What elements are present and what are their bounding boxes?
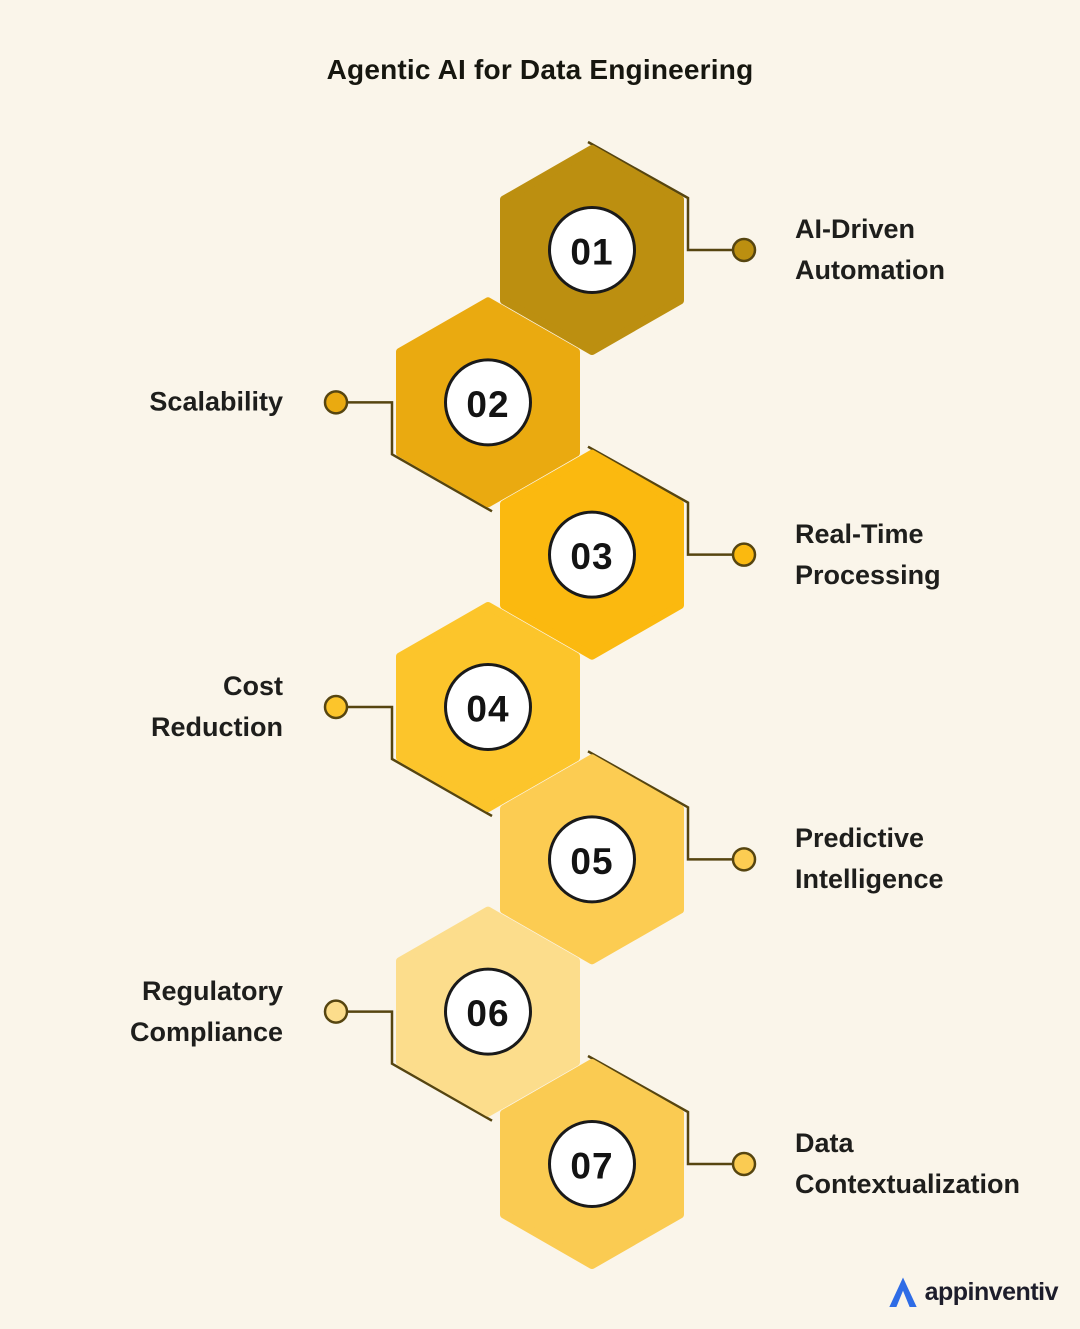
step-label-line: Intelligence [795,864,944,894]
page-title: Agentic AI for Data Engineering [326,54,754,85]
step-label-2: Scalability [149,382,283,423]
connector-dot-06 [323,999,349,1024]
step-label-line: Reduction [151,712,283,742]
step-label-line: Real-Time [795,519,924,549]
step-label-1: AI-Driven Automation [795,209,945,291]
step-label-line: Compliance [129,1017,283,1047]
number-badge-01 [548,206,636,294]
step-label-6: Regulatory Compliance [130,971,283,1053]
step-number-04: 04 [466,688,509,729]
step-number-03: 03 [570,536,613,577]
logo-a-mark [888,1277,917,1308]
step-label-5: Predictive Intelligence [795,818,944,900]
step-label-3: Real-Time Processing [795,514,941,596]
step-label-line: Cost [223,671,283,701]
step-label-line: Predictive [795,823,925,853]
step-label-line: AI-Driven [795,214,916,244]
number-badge-04 [444,662,532,751]
connector-dot-01 [731,237,757,263]
step-label-line: Automation [795,255,945,285]
number-badge-02 [444,358,532,447]
connector-line-05 [587,750,744,861]
connector-dot-03 [731,542,757,567]
number-badge-06 [444,967,532,1056]
connector-dot-05 [731,847,757,872]
step-label-line: Regulatory [141,976,283,1006]
step-label-4: Cost Reduction [151,666,283,748]
step-number-06: 06 [466,993,509,1034]
step-number-01: 01 [570,232,613,273]
step-number-02: 02 [466,384,509,425]
connector-dot-07 [731,1151,757,1177]
connector-line-07 [587,1054,744,1166]
step-number-07: 07 [570,1145,613,1186]
step-label-line: Data [795,1128,854,1158]
step-label-7: Data Contextualization [795,1123,1020,1205]
connector-line-01 [587,140,744,252]
number-badge-07 [548,1119,636,1208]
connector-line-04 [336,705,493,818]
brand-logo: appinventiv [888,1276,1059,1309]
appinventiv-logo-icon [888,1277,917,1308]
brand-logo-text: appinventiv [924,1278,1059,1306]
connector-dot-04 [323,694,349,720]
connector-line-03 [587,445,744,556]
step-label-line: Processing [795,560,941,590]
step-label-line: Contextualization [795,1169,1021,1199]
connector-line-06 [336,1010,493,1122]
step-label-line: Scalability [149,386,283,417]
step-number-05: 05 [570,841,613,882]
connector-dot-02 [323,390,349,415]
connector-line-02 [336,401,493,513]
number-badge-03 [548,510,636,599]
number-badge-05 [548,815,636,904]
